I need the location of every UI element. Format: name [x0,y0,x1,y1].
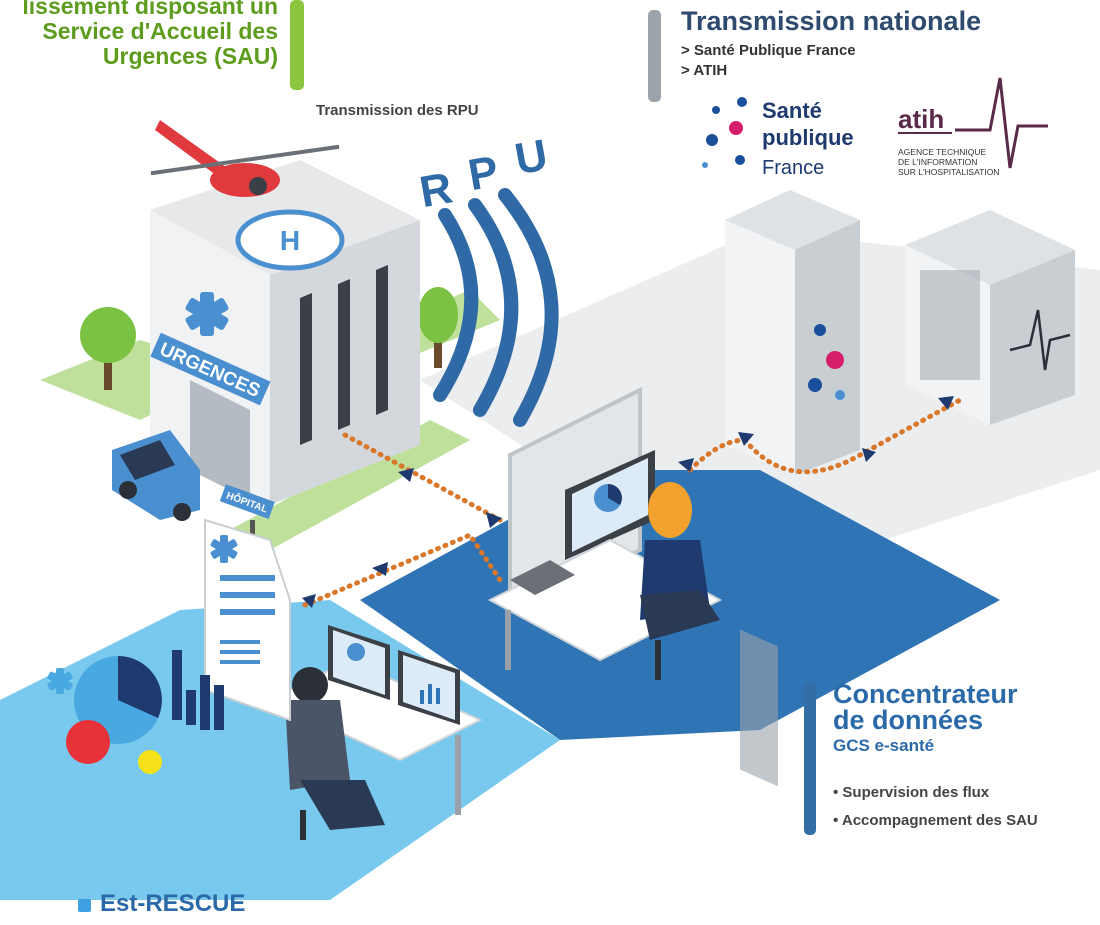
concentrateur-bullet-1: • Supervision des flux [833,784,990,801]
tree-right-icon [418,287,458,368]
etablissement-accent-bar [290,0,304,90]
helipad-letter: H [280,225,300,256]
helicopter-icon [150,120,340,197]
concentrateur-title: Concentrateur de données [833,679,1018,735]
rpu-waves-icon [433,188,559,427]
left-workstation [267,625,483,840]
atih-sub-2: DE L'INFORMATION [898,157,977,167]
atih-logo-name: atih [898,104,944,134]
ambulance-icon [112,430,200,521]
spf-name-2: publique [762,125,854,150]
flow-paths [302,397,963,608]
rpu-transmission-label: Transmission des RPU [316,102,479,119]
spf-building [725,190,860,787]
transmission-item-spf: > Santé Publique France [681,42,856,59]
transmission-item-atih: > ATIH [681,62,728,79]
document-icon [204,518,291,722]
rpu-letter-p: P [465,147,502,200]
star-of-life-icon [185,292,229,336]
concentrateur-title-line2: de données [833,705,984,735]
concentrateur-bullet-2: • Accompagnement des SAU [833,812,1038,829]
spf-name-1: Santé [762,98,822,123]
transmission-accent-bar [648,10,661,102]
concentrateur-accent-bar [804,683,816,835]
central-workstation [487,386,723,680]
concentrateur-title-line1: Concentrateur [833,679,1018,709]
green-lawn-right [230,420,470,550]
est-rescue-label: Est-RESCUE [100,890,246,917]
etablissement-title: lissement disposant un Service d'Accueil… [22,0,278,69]
spf-name-3: France [762,157,824,179]
atih-logo-icon: atih AGENCE TECHNIQUE DE L'INFORMATION S… [898,77,1048,177]
statistics-graphic [47,650,224,774]
spf-logo-icon [702,97,747,168]
flow-arrows [302,396,954,608]
atih-sub-3: SUR L'HOSPITALISATION [898,167,999,177]
transmission-nationale-title: Transmission nationale [681,6,982,36]
atih-building [905,210,1075,425]
est-rescue-marker [78,899,91,912]
concentrateur-org: GCS e-santé [833,736,935,755]
rpu-letter-u: U [511,130,551,184]
atih-sub-1: AGENCE TECHNIQUE [898,147,986,157]
tree-left-icon [80,307,136,390]
rpu-letter-r: R [416,163,456,217]
